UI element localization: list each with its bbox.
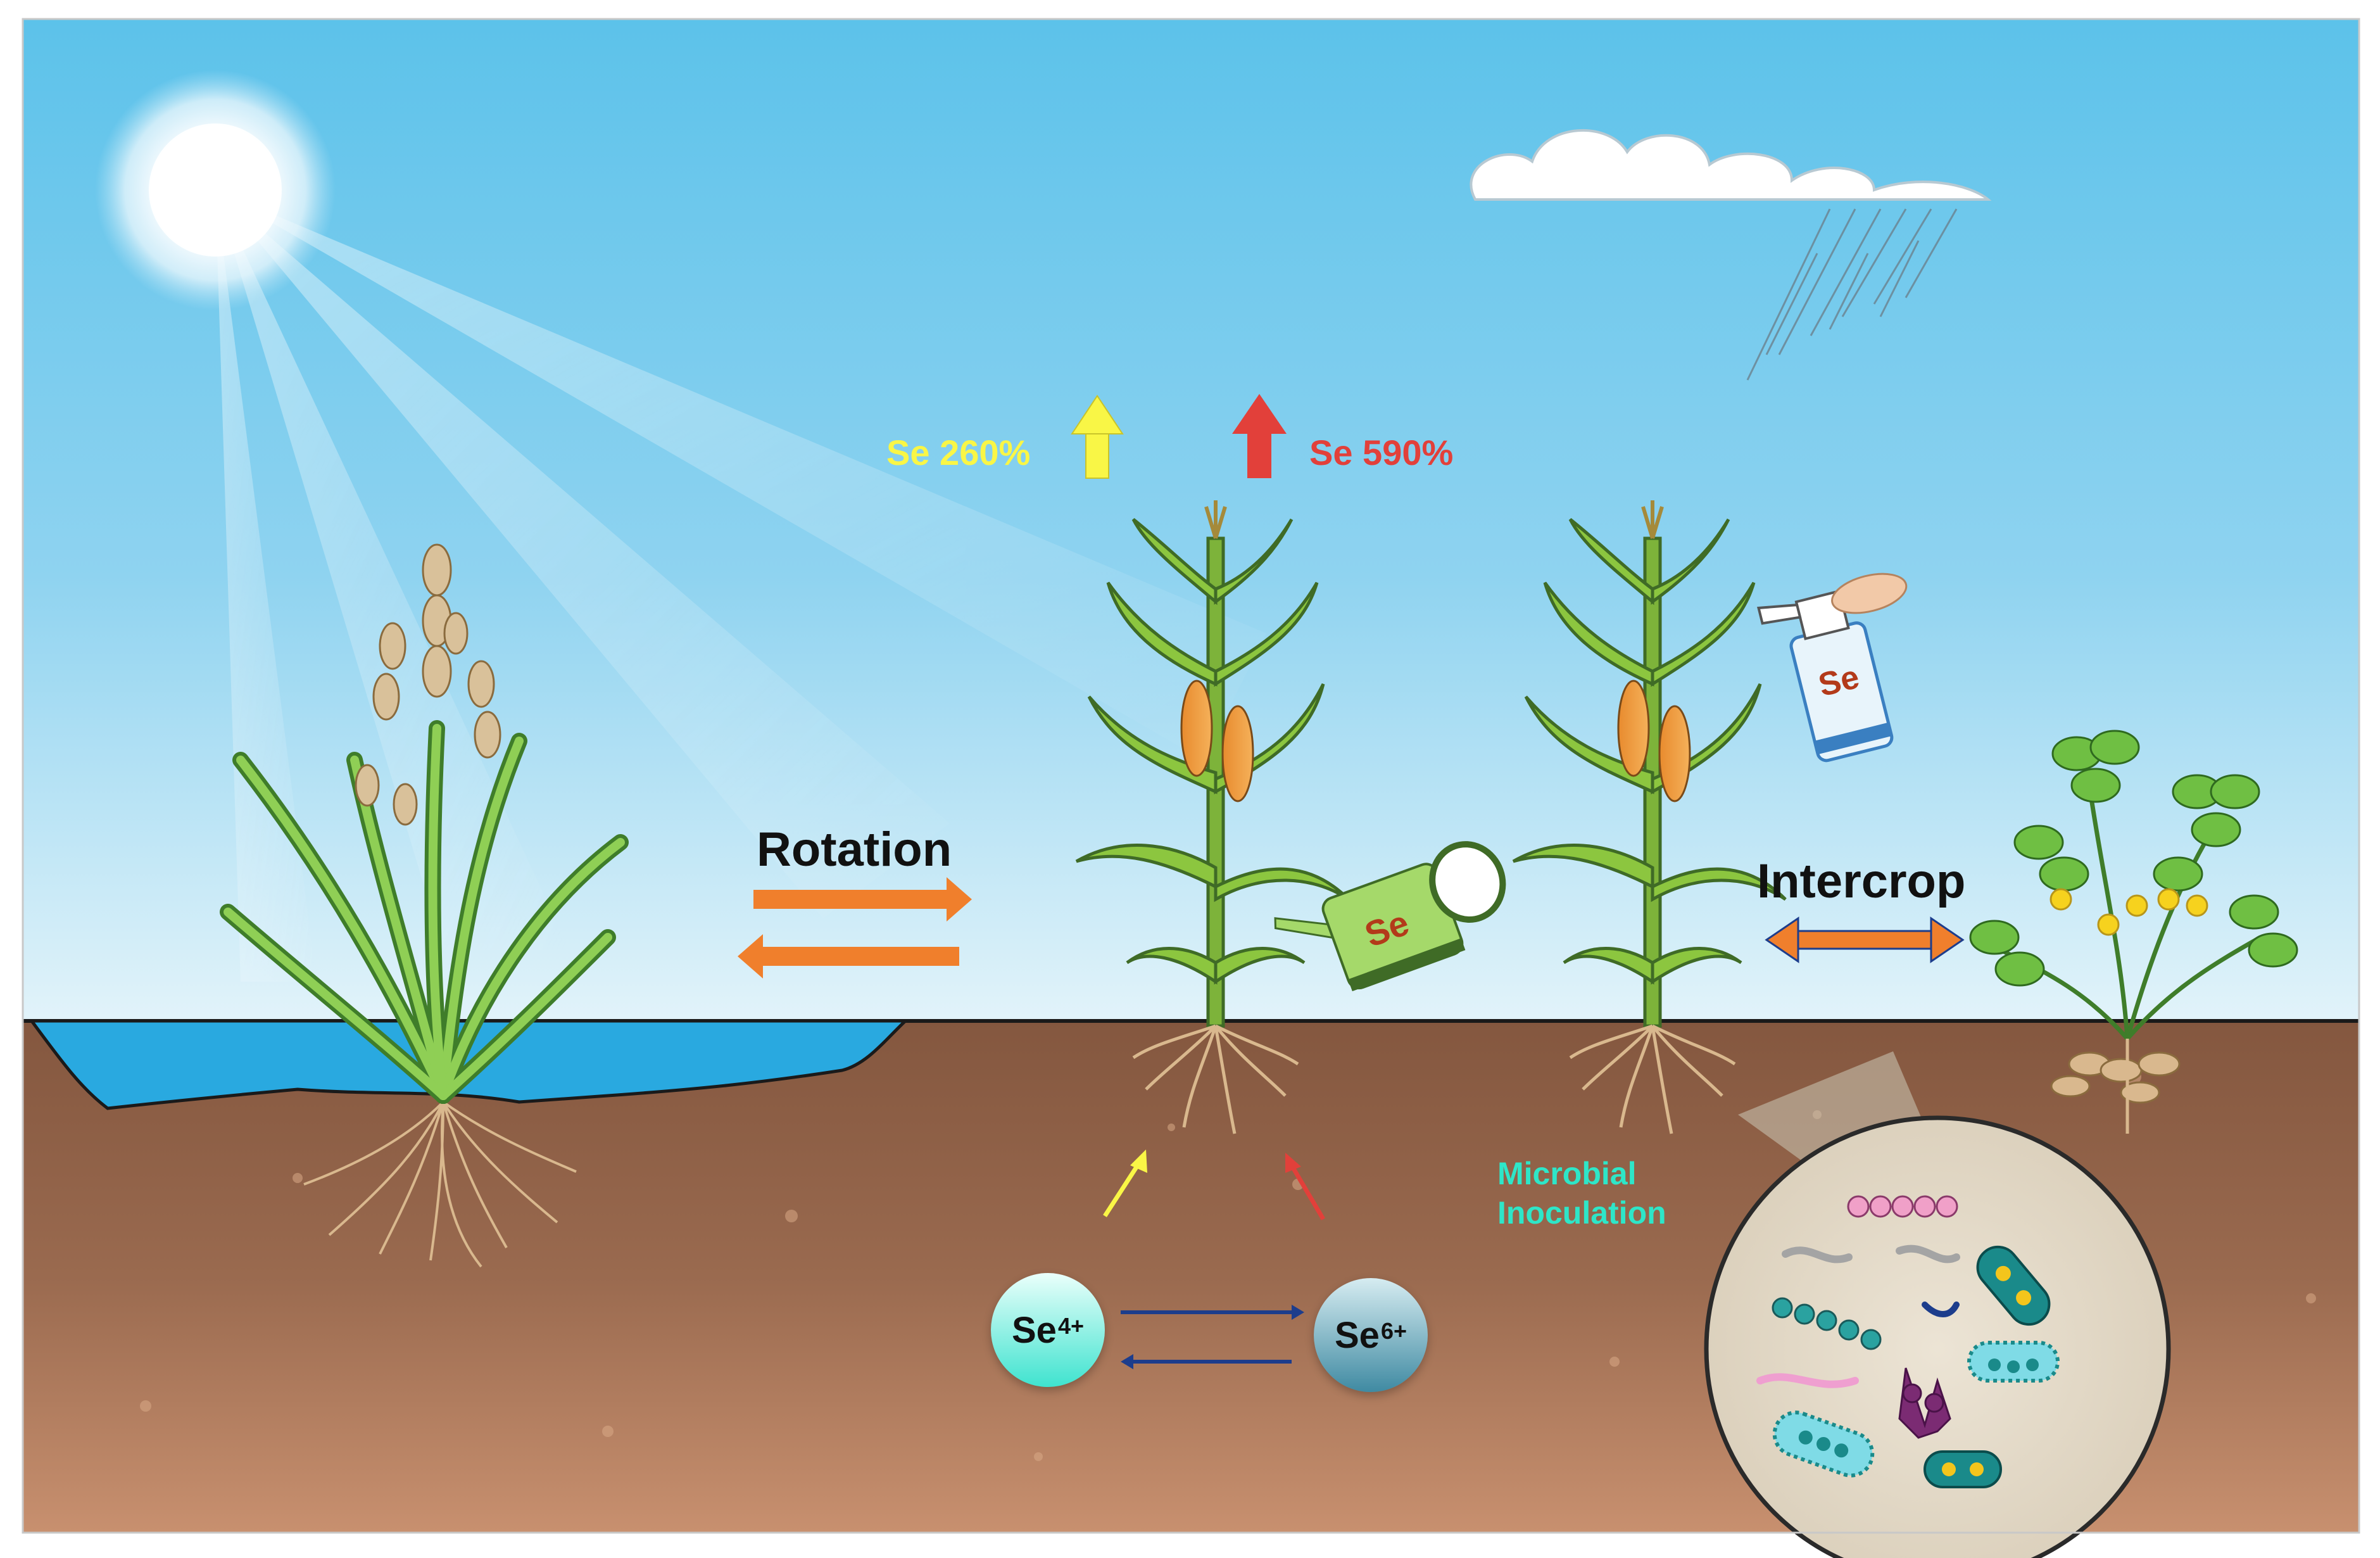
se4-charge: 4+: [1057, 1313, 1084, 1339]
rotation-arrows: [738, 877, 972, 978]
yellow-diagonal-arrow-icon: [1103, 1150, 1147, 1217]
rice-roots: [303, 1101, 577, 1268]
se4-base: Se: [1012, 1309, 1057, 1351]
bacterium-rod-lower-icon: [1924, 1450, 2002, 1488]
microbial-inoculation-label: Microbial Inoculation: [1497, 1154, 1666, 1232]
fungus-icon: [1898, 1367, 1951, 1439]
bacterium-dotted-lower-icon: [1772, 1410, 1875, 1478]
maize-plant-right-icon: [1512, 500, 1787, 1134]
se-260-label: Se 260%: [886, 433, 1031, 472]
bacterium-rod-icon: [1976, 1245, 2051, 1326]
yellow-up-arrow-icon: [1071, 395, 1124, 479]
microbial-label-line2: Inoculation: [1497, 1195, 1666, 1231]
intercrop-label: Intercrop: [1757, 854, 1966, 908]
watering-can-icon: Se: [1274, 841, 1506, 992]
sun-rays: [215, 190, 1266, 982]
microbial-label-line1: Microbial: [1497, 1156, 1637, 1191]
microbe-chain-icon: [1847, 1195, 1958, 1218]
microbe-chain-teal-icon: [1772, 1297, 1882, 1350]
rain-cloud-icon: [1470, 129, 1992, 381]
bacterium-dotted-icon: [1967, 1341, 2060, 1383]
rotation-label: Rotation: [757, 823, 952, 877]
se6-charge: 6+: [1380, 1318, 1407, 1344]
intercrop-double-arrow-icon: [1765, 916, 1965, 963]
sky: [23, 19, 2359, 1032]
red-up-arrow-icon: [1232, 394, 1287, 478]
peanut-plant-icon: [1969, 730, 2298, 1134]
red-diagonal-arrow-icon: [1285, 1153, 1326, 1220]
se6-base: Se: [1335, 1314, 1380, 1356]
maize-plant-left-icon: [1075, 500, 1350, 1134]
microbe-magnifier: [1704, 1051, 2171, 1558]
rice-plant-icon: [220, 543, 629, 1104]
spray-bottle-icon: Se: [1757, 573, 1908, 763]
se-590-label: Se 590%: [1309, 433, 1454, 472]
conversion-arrows: [1121, 1305, 1304, 1369]
